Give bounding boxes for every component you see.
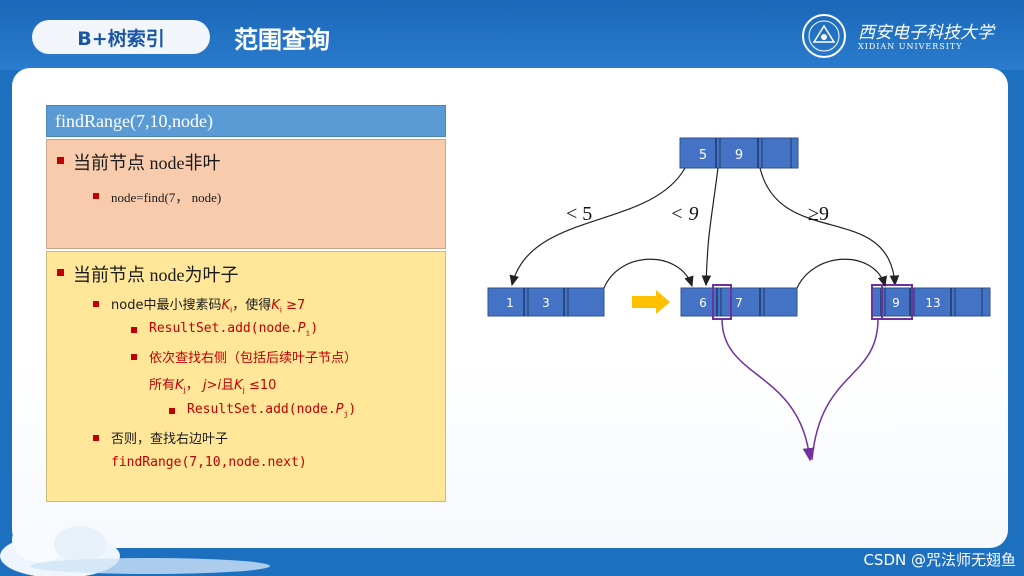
bullet-icon (93, 301, 99, 307)
watermark: CSDN @咒法师无翅鱼 (863, 551, 1016, 569)
function-header: findRange(7,10,node) (46, 105, 446, 137)
scan-right-text: 依次查找右侧（包括后续叶子节点） (149, 351, 358, 366)
result-pointer-from-6 (721, 318, 815, 462)
bullet-icon (131, 354, 137, 360)
leaf1-key-2: 3 (542, 296, 550, 310)
resultset-add-i: ResultSet.add(node.Pi) (149, 321, 319, 338)
bullet-icon (93, 435, 99, 441)
orange-arrow-icon (632, 290, 670, 314)
leaf2-key-2: 7 (735, 296, 743, 310)
leaf-node-2: 6 7 (680, 284, 798, 320)
else-text: 否则，查找右边叶子 (111, 432, 229, 447)
findrange-next-call: findRange(7,10,node.next) (111, 455, 307, 470)
range-condition-text: 所有Kj， j>i且Kj ≤10 (149, 378, 277, 395)
edge-ge-9 (759, 167, 900, 287)
min-key-line: node中最小搜素码Ki，使得Ki ≥7 (111, 298, 306, 315)
non-leaf-case-box: 当前节点 node非叶 node=find(7， node) (46, 139, 446, 249)
edge-label-less-5: < 5 (566, 203, 592, 225)
root-node: 5 9 (679, 137, 799, 169)
leaf-link-1-2 (603, 258, 694, 289)
logo-english-name: XIDIAN UNIVERSITY (858, 42, 963, 51)
edge-label-less-9: < 9 (670, 203, 699, 225)
page-title: 范围查询 (234, 26, 330, 54)
leaf3-key-1: 9 (892, 296, 900, 310)
root-key-2: 9 (735, 148, 743, 163)
bullet-icon (57, 269, 64, 276)
leaf3-key-2: 13 (925, 296, 940, 310)
seal-icon (802, 14, 846, 58)
logo-chinese-name: 西安电子科技大学 (858, 23, 994, 43)
non-leaf-heading: 当前节点 node非叶 (73, 153, 221, 173)
bplus-tree-diagram: 5 9 < 5 < 9 ≥9 1 3 6 7 9 (487, 137, 991, 462)
find-call-text: node=find(7， node) (111, 190, 222, 205)
section-pill: B+树索引 (32, 20, 210, 54)
leaf2-key-1: 6 (699, 296, 707, 310)
bullet-icon (131, 327, 137, 333)
bullet-icon (93, 193, 99, 199)
edge-less-5 (509, 167, 686, 287)
root-key-1: 5 (699, 148, 707, 163)
edge-less-9 (701, 167, 719, 287)
edge-label-ge-9: ≥9 (808, 203, 829, 225)
resultset-add-j: ResultSet.add(node.Pj) (187, 402, 357, 419)
university-logo: 西安电子科技大学 XIDIAN UNIVERSITY (800, 12, 994, 60)
bullet-icon (169, 408, 175, 414)
leaf-node-1: 1 3 (487, 287, 605, 317)
leaf-heading: 当前节点 node为叶子 (73, 265, 239, 285)
result-pointer-from-9 (811, 318, 879, 461)
bullet-icon (57, 157, 64, 164)
leaf-node-3: 9 13 (871, 284, 991, 320)
leaf-case-box: 当前节点 node为叶子 node中最小搜素码Ki，使得Ki ≥7 Result… (46, 251, 446, 502)
leaf1-key-1: 1 (506, 296, 514, 310)
leaf-link-2-3 (796, 258, 888, 289)
cloud-decoration (0, 518, 270, 576)
